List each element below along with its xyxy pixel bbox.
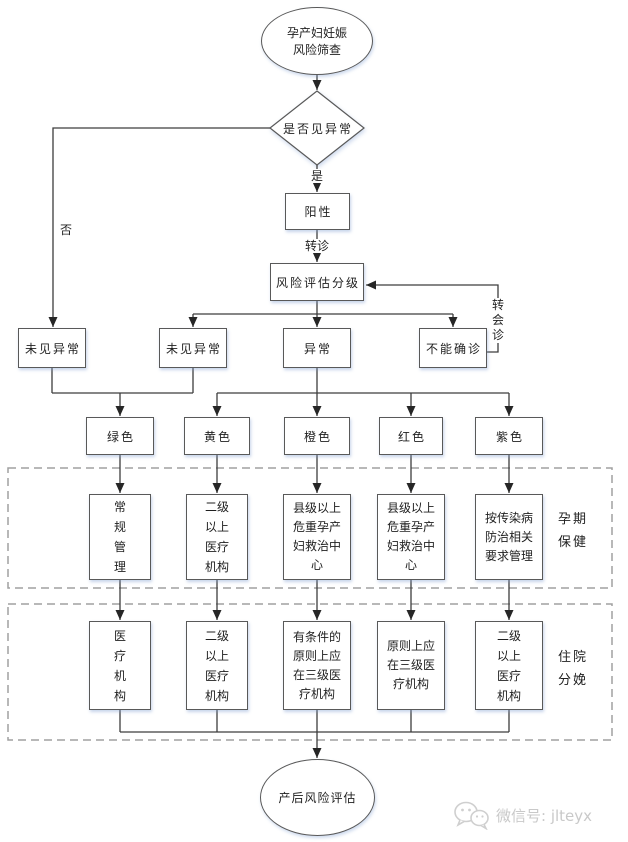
reconsult-label: 转 会 诊 [490,298,506,343]
care-box-county-rescue-center-2: 县级以上 危重孕产 妇救治中 心 [377,494,445,580]
delivery-box-level3-if-possible: 有条件的 原则上应 在三级医 疗机构 [283,621,351,710]
assessment-box: 风险评估分级 [270,263,364,301]
hospital-delivery-region [7,603,613,741]
watermark: 微信号: jlteyx [452,800,592,830]
wechat-icon [452,800,490,830]
risk-color-box-purple: 紫色 [475,417,543,455]
delivery-box-level2-institution-2: 二级 以上 医疗 机构 [475,621,543,710]
care-box-level2-institution: 二级 以上 医疗 机构 [186,494,248,580]
decision-label: 是否见异常 [282,121,353,136]
risk-color-box-orange: 橙色 [284,417,350,455]
screen-result-box-undiagnosed: 不能确诊 [419,328,487,368]
care-box-county-rescue-center-1: 县级以上 危重孕产 妇救治中 心 [283,494,351,580]
delivery-box-medical-institution: 医 疗 机 构 [89,621,151,710]
pregnancy-care-region-label: 孕期 保健 [557,512,588,550]
care-box-routine-management: 常 规 管 理 [89,494,151,580]
referral-label: 转诊 [302,239,332,253]
hospital-delivery-region-label: 住院 分娩 [557,650,588,688]
end-ellipse: 产后风险评估 [260,759,375,836]
risk-color-box-yellow: 黄色 [184,417,250,455]
risk-color-box-red: 红色 [379,417,443,455]
yes-branch-label: 是 [308,169,326,183]
start-ellipse: 孕产妇妊娠 风险筛查 [261,7,373,75]
pregnancy-care-region [7,467,613,589]
screen-result-box-abnormal: 异常 [283,328,351,368]
watermark-text: 微信号: jlteyx [496,806,593,825]
no-branch-label: 否 [57,223,75,237]
screen-result-box-normal-2: 未见异常 [159,328,227,368]
delivery-box-level2-institution-1: 二级 以上 医疗 机构 [186,621,248,710]
delivery-box-level3-in-principle: 原则上应 在三级医 疗机构 [377,621,445,710]
care-box-infectious-disease-management: 按传染病 防治相关 要求管理 [475,494,543,580]
screen-result-box-normal-1: 未见异常 [18,328,86,368]
risk-color-box-green: 绿色 [86,417,154,455]
positive-box: 阳性 [285,193,350,230]
